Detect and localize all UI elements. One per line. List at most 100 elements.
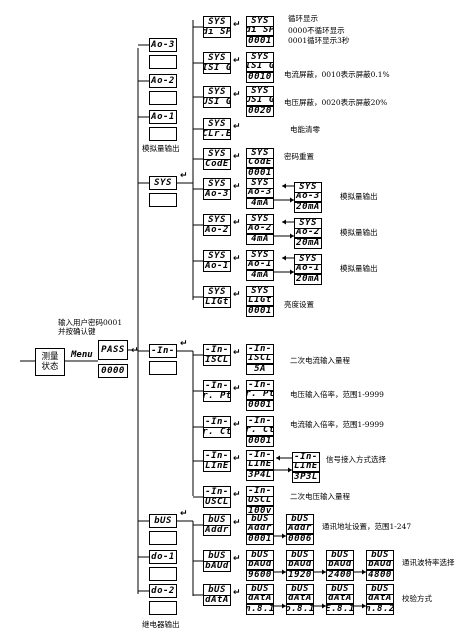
bus-data-note: 校验方式	[402, 594, 432, 603]
sys-usi-value: SYSUSI G	[246, 86, 274, 106]
bus-addr-value-b-value-line1: 0001	[248, 535, 272, 544]
bus-baud-value-d-value-line1: 2400	[328, 571, 352, 580]
bus-addr-enter-icon: ↵	[233, 518, 241, 528]
bus-data-value-b-line1: bUS	[247, 585, 273, 595]
sys-ao1-value-line1: SYS	[247, 251, 273, 261]
bus-addr-value-c-line1: bUS	[287, 515, 313, 525]
in-rpt-menu-line1: -In-	[204, 381, 230, 392]
sys-usi-menu-line2: USI G	[204, 97, 230, 107]
in-uscl-menu: -In-USCL	[203, 486, 231, 508]
sys-ao2-value2-value-line1: 20mA	[296, 239, 320, 248]
bus-baud-value-d-value: 2400	[326, 570, 354, 581]
sys-isi-value-line2: ISI G	[247, 62, 273, 71]
sys-ao1-value2-line2: Ao-1	[296, 264, 320, 273]
in-uscl-value-value-line1: 100v	[248, 507, 272, 516]
sys-disp-menu-line2: di SP	[204, 27, 230, 37]
sys-disp-note3: 0001循环显示3秒	[288, 36, 350, 45]
sys-isi-menu-line2: ISI G	[204, 63, 230, 73]
in-rct-value: -In-r. Ct	[246, 416, 274, 436]
bus-baud-value-c-line1: bUS	[287, 551, 313, 561]
bus-head-blank	[149, 531, 177, 545]
in-uscl-value-line2: USCL	[248, 496, 272, 505]
bus-baud-value-e-line1: bUS	[367, 551, 393, 561]
in-rpt-value-line2: r. Pt	[247, 390, 273, 399]
ao1-box-blank	[149, 127, 177, 141]
sys-disp-value-value: 0001	[246, 36, 274, 47]
sys-ao3-enter-icon: ↵	[233, 182, 241, 192]
bus-baud-value-c-line2: bAUd	[288, 560, 312, 569]
sys-ao1-back-arrow	[282, 255, 286, 261]
do1-box-line1: do-1	[151, 551, 175, 562]
in-line-value-line1: -In-	[247, 451, 273, 461]
bus-addr-value-c-value: 0006	[286, 534, 314, 545]
bus-data-value-b-value-line1: n.8.1	[247, 605, 273, 614]
bus-data-value-e-line1: bUS	[367, 585, 393, 595]
sys-clre-note: 电能清零	[290, 125, 320, 134]
in-line-value: -In-LInE	[246, 450, 274, 470]
sys-isi-value-value: 0010	[246, 72, 274, 83]
bus-addr-value-b-line2: Addr	[248, 524, 272, 533]
bus-addr-value-c-value-line1: 0006	[288, 535, 312, 544]
in-rct-value-value: 0001	[246, 436, 274, 447]
sys-ao1-value2-value-line1: 20mA	[296, 275, 320, 284]
sys-ligt-note: 亮度设置	[284, 300, 314, 309]
in-line-value2-line2: LInE	[294, 462, 318, 471]
sys-ao3-value2-line1: SYS	[295, 183, 321, 193]
in-iscl-value-line2: ISCL	[248, 354, 272, 363]
sys-disp-enter-icon: ↵	[233, 20, 241, 30]
sys-usi-value-value-line1: 0020	[248, 107, 272, 116]
sys-blank	[149, 193, 177, 207]
in-line-enter-icon: ↵	[233, 454, 241, 464]
sys-ao2-cycle-arrow	[290, 233, 294, 239]
sys-ao2-value-line1: SYS	[247, 215, 273, 225]
sys-ao2-menu-line1: SYS	[204, 215, 230, 226]
sys-ligt-value-line1: SYS	[247, 287, 273, 297]
in-rpt-menu: -In-r. Pt	[203, 380, 231, 402]
bus-baud-value-e-line2: bAUd	[368, 560, 392, 569]
sys-ligt-menu-line2: LIGt	[205, 297, 229, 307]
in-head-box-line1: -In-	[151, 345, 175, 356]
sys-ao3-value-line1: SYS	[247, 179, 273, 189]
bus-enter-icon: ↵	[180, 509, 188, 519]
sys-ao2-enter-icon: ↵	[233, 218, 241, 228]
in-rct-menu-line1: -In-	[204, 417, 230, 428]
in-rpt-value-value: 0001	[246, 400, 274, 411]
bus-baud-note: 通讯波特率选择	[402, 558, 455, 567]
do2-box-line1: do-2	[151, 585, 175, 596]
sys-ao2-value-line2: Ao-2	[248, 224, 272, 233]
in-line-menu-line1: -In-	[204, 451, 230, 462]
sys-isi-value-value-line1: 0010	[248, 73, 272, 82]
sys-disp-value-line1: SYS	[247, 17, 273, 27]
sys-ao2-value2-line1: SYS	[295, 219, 321, 229]
in-line-value2-line1: -In-	[293, 453, 319, 463]
in-rct-menu: -In-r. Ct	[203, 416, 231, 438]
bus-data-value-d-line2: dAtA	[328, 594, 352, 603]
in-iscl-menu-line1: -In-	[204, 345, 230, 356]
sys-code-value-line2: CodE	[248, 158, 272, 167]
in-rpt-value: -In-r. Pt	[246, 380, 274, 400]
in-line-value-value: 3P4L	[246, 470, 274, 481]
sys-ligt-value-line2: LIGt	[248, 296, 272, 305]
in-rct-value-line2: r. Ct	[247, 426, 273, 435]
bus-addr-menu-line2: Addr	[205, 525, 229, 535]
sys-ao1-menu-line1: SYS	[204, 251, 230, 262]
in-rct-menu-line2: r. Ct	[204, 427, 230, 437]
bus-data-value-b-value: n.8.1	[246, 604, 274, 615]
bus-data-value-c-line1: bUS	[287, 585, 313, 595]
bus-baud-value-b-value-line1: 9600	[248, 571, 272, 580]
ao2-box: Ao-2	[149, 74, 177, 88]
bus-baud-cycle-arrow-e	[362, 569, 366, 575]
sys-ao2-value2-value: 20mA	[294, 238, 322, 249]
sys-isi-menu-line1: SYS	[204, 53, 230, 64]
